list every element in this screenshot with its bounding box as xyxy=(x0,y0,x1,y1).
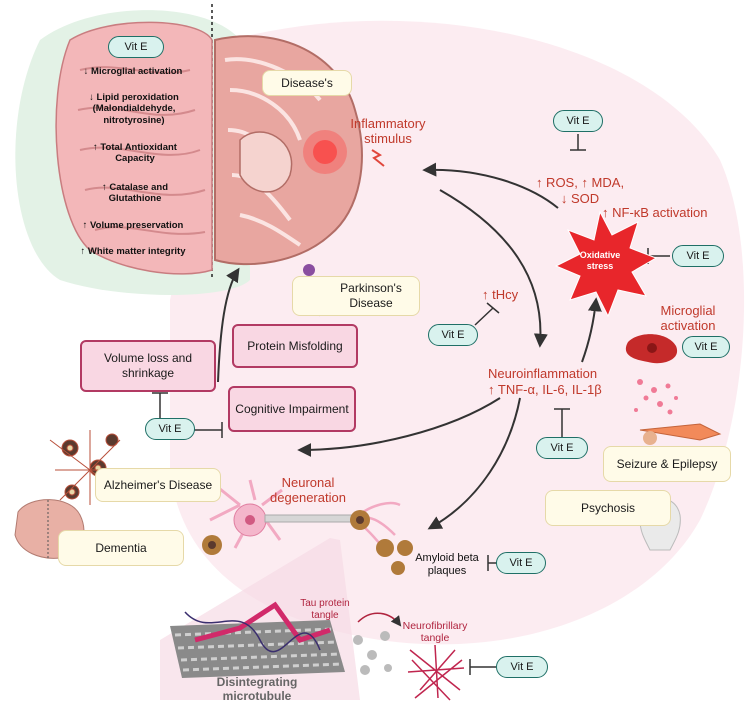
arrow-neuroinfl-to-cognitive xyxy=(297,397,501,457)
lightning-icon xyxy=(371,149,385,167)
effect-lipid-peroxidation: ↓ Lipid peroxidation (Malondialdehyde, n… xyxy=(89,92,179,126)
effect-catalase: ↑ Catalase and Glutathione xyxy=(102,182,168,205)
vit-e-pill-microglial: Vit E xyxy=(682,336,730,358)
effect-volume-preservation: ↑ Volume preservation xyxy=(82,220,184,231)
cytokines-label: ↑ TNF-α, IL-6, IL-1β xyxy=(488,382,602,397)
thcy-text: ↑ tHcy xyxy=(482,287,519,302)
neuroinflammation-label: Neuroinflammation xyxy=(488,366,598,381)
amyloid-label: Amyloid beta plaques xyxy=(415,552,479,578)
cognitive-impairment-box: Cognitive Impairment xyxy=(228,386,356,432)
brain-left-half xyxy=(55,21,213,275)
dementia-box: Dementia xyxy=(58,530,184,566)
inhibit-ros xyxy=(570,134,586,151)
protein-misfolding-box: Protein Misfolding xyxy=(232,324,358,368)
parkinsons-box: Parkinson's Disease xyxy=(292,276,420,316)
vit-e-pill-cognitive: Vit E xyxy=(145,418,195,440)
microtubule-illustration xyxy=(170,601,392,678)
arrow-neuroinfl-to-os xyxy=(581,297,602,363)
vit-e-pill-nft: Vit E xyxy=(496,656,548,678)
arrow-volume-to-brain xyxy=(217,267,240,383)
vit-e-pill-os: Vit E xyxy=(672,245,724,267)
volume-loss-box: Volume loss and shrinkage xyxy=(80,340,216,392)
diseases-label: Disease's xyxy=(262,70,352,96)
effect-antioxidant-capacity: ↑ Total Antioxidant Capacity xyxy=(93,142,177,165)
oxidative-markers: ↑ ROS, ↑ MDA, ↓ SOD xyxy=(520,175,640,206)
inhibit-nft xyxy=(469,659,496,675)
vit-e-pill-amyloid: Vit E xyxy=(496,552,546,574)
seizure-person-illustration xyxy=(639,423,722,445)
arrow-os-to-stimulus xyxy=(422,162,559,209)
arrow-stimulus-to-neuroinfl xyxy=(439,189,548,348)
seizure-box: Seizure & Epilepsy xyxy=(603,446,731,482)
psychosis-box: Psychosis xyxy=(545,490,671,526)
neuronal-degeneration-label: Neuronal degeneration xyxy=(270,475,346,505)
microglia-illustration xyxy=(625,334,678,415)
amyloid-plaque-illustration xyxy=(202,510,413,575)
inhibit-amyloid xyxy=(487,555,497,571)
sod-text: ↓ SOD xyxy=(560,190,600,206)
nft-tangle-illustration xyxy=(407,644,465,701)
nfkb-text: ↑ NF-κB activation xyxy=(602,205,708,220)
vit-e-pill-top-left: Vit E xyxy=(108,36,164,58)
vit-e-pill-thcy: Vit E xyxy=(428,324,478,346)
ros-mda-text: ↑ ROS, ↑ MDA, xyxy=(535,175,625,190)
effect-white-matter: ↑ White matter integrity xyxy=(80,246,186,257)
vit-e-pill-neuroinfl: Vit E xyxy=(536,437,588,459)
inhibit-neuroinfl xyxy=(554,408,570,438)
inhibit-thcy xyxy=(474,302,500,326)
oxidative-stress-label: Oxidative stress xyxy=(579,250,621,271)
oxidative-stress-starburst xyxy=(554,210,658,318)
inhibit-volume xyxy=(152,392,168,420)
alzheimers-box: Alzheimer's Disease xyxy=(95,468,221,502)
arrow-neuroinfl-to-amyloid xyxy=(427,397,521,530)
arrow-tau-to-nft xyxy=(357,612,402,627)
tau-label: Tau protein tangle xyxy=(300,598,350,621)
microglial-activation-label: Microglial activation xyxy=(660,303,716,333)
neurofibrillary-label: Neurofibrillary tangle xyxy=(402,620,468,645)
vit-e-pill-ros: Vit E xyxy=(553,110,603,132)
inflammatory-stimulus-label: Inflammatory stimulus xyxy=(350,116,426,146)
microtubule-label: Disintegrating microtubule xyxy=(216,675,298,703)
effect-microglial: ↓ Microglial activation xyxy=(83,66,183,77)
